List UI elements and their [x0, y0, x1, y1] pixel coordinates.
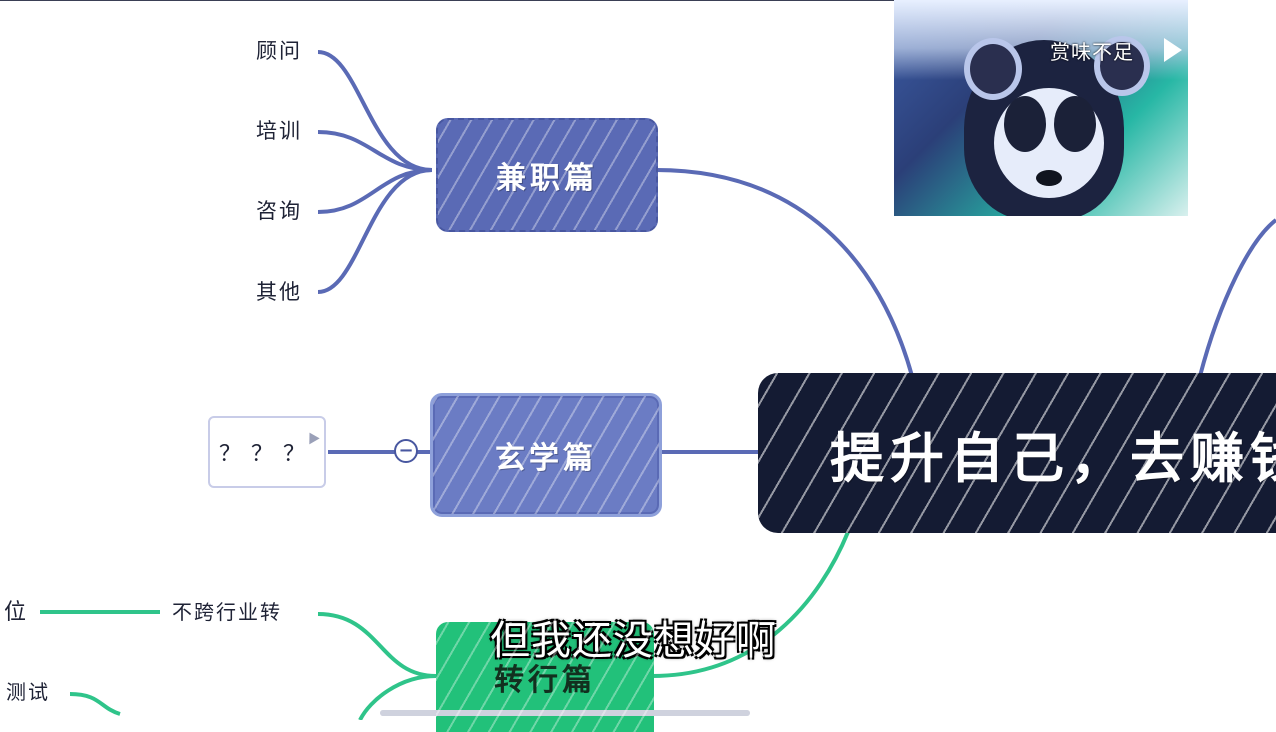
leaf-training[interactable]: 培训	[256, 119, 302, 143]
root-label: 提升自己，去赚钱	[830, 426, 1276, 490]
red-panda-ear-left	[964, 38, 1022, 100]
red-panda-eye-mask-left	[1004, 96, 1046, 152]
leaf-other[interactable]: 其他	[256, 280, 302, 304]
leaf-no-cross-industry[interactable]: 不跨行业转	[172, 600, 282, 624]
top-border-line	[0, 0, 894, 1]
leaf-unknown-label: ？？？	[218, 442, 315, 467]
video-overlay-thumbnail[interactable]: 赏味不足	[894, 0, 1188, 216]
leaf-test[interactable]: 测试	[6, 680, 50, 704]
connector-career-root	[651, 531, 850, 678]
connector-parttime-consult	[317, 50, 433, 172]
branch-node-mystic[interactable]: 玄学篇	[430, 393, 662, 517]
connector-career-test	[358, 674, 437, 720]
branch-node-career[interactable]: 转行篇	[436, 622, 654, 732]
collapse-toggle-button[interactable]: −	[394, 439, 418, 463]
red-panda-nose	[1036, 170, 1062, 186]
leaf-consultant[interactable]: 顾问	[256, 39, 302, 63]
connector-parttime-training	[317, 130, 433, 172]
video-caption: 赏味不足	[1050, 40, 1134, 64]
red-panda-ear-right	[1094, 36, 1150, 96]
leaf-unknown[interactable]: ？？？	[208, 416, 326, 488]
leaf-advisory[interactable]: 咨询	[256, 199, 302, 223]
connector-root-topright	[1198, 218, 1276, 377]
branch-label-mystic: 玄学篇	[495, 441, 597, 476]
connector-parttime-advisory	[317, 168, 433, 214]
branch-label-parttime: 兼职篇	[496, 161, 598, 196]
collapse-minus-icon: −	[398, 440, 414, 461]
play-icon[interactable]	[1164, 38, 1182, 62]
root-node[interactable]: 提升自己，去赚钱	[758, 373, 1276, 533]
connector-parttime-other	[317, 168, 433, 294]
branch-node-parttime[interactable]: 兼职篇	[436, 118, 658, 232]
branch-label-career: 转行篇	[494, 663, 596, 698]
red-panda-eye-mask-right	[1054, 96, 1096, 152]
leaf-position[interactable]: 位	[4, 600, 29, 625]
connector-career-nocross	[317, 612, 437, 678]
connector-parttime-root	[655, 168, 914, 377]
connector-test-extend	[69, 692, 121, 716]
